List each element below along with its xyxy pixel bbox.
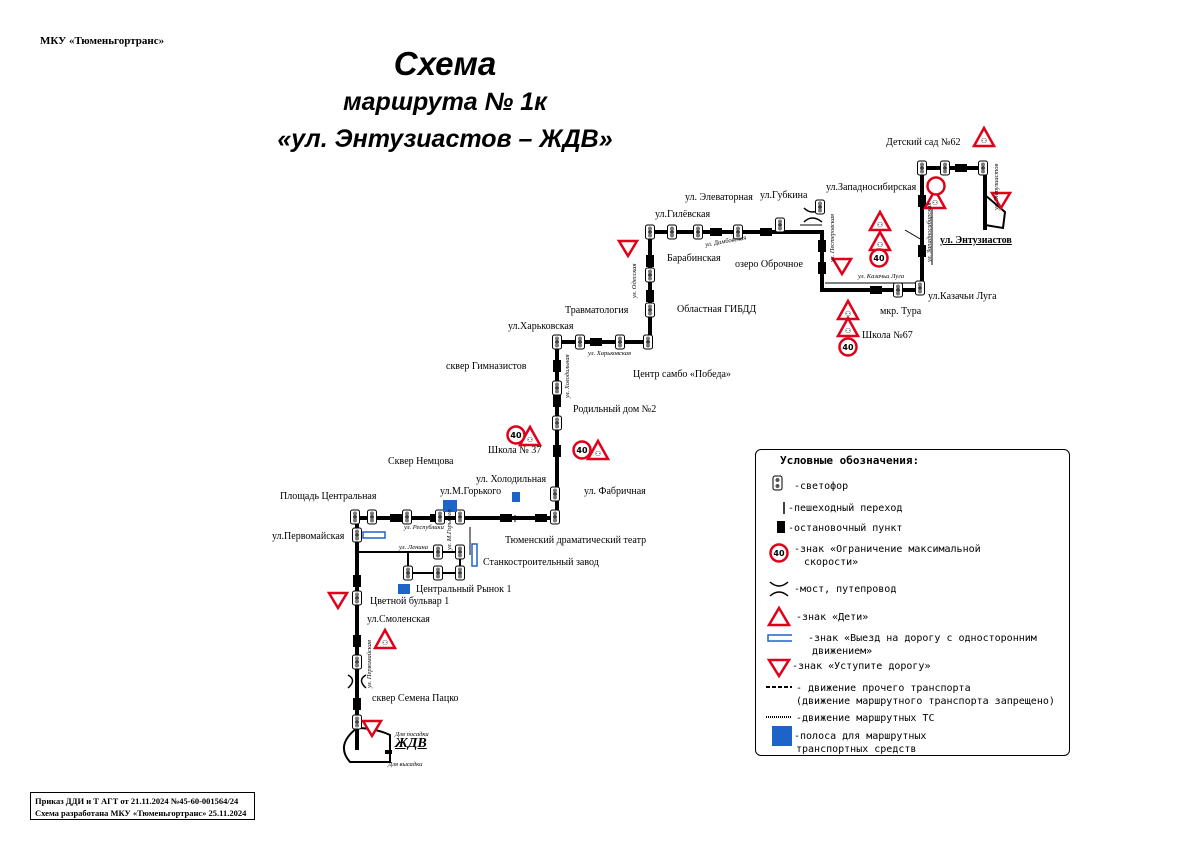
- label-gibdd: Областная ГИБДД: [677, 304, 757, 315]
- legend-speed: -знак «Ограничение максимальной: [794, 544, 981, 555]
- label-zhdv: ЖДВ: [395, 736, 427, 751]
- label-ploshad: Площадь Центральная: [280, 491, 377, 502]
- legend-prochee-2: (движение маршрутного транспорта запреще…: [796, 696, 1055, 707]
- legend-odnostor: -знак «Выезд на дорогу с односторонним: [808, 633, 1037, 644]
- street-mgork: ул. М.Горького: [446, 509, 453, 550]
- label-gymnaz: сквер Гимназистов: [446, 361, 527, 372]
- street-kazluga: ул. Казачьи Луга: [858, 273, 905, 280]
- street-lenina: ул. Ленина: [399, 544, 429, 551]
- title-line-3: «ул. Энтузиастов – ЖДВ»: [277, 125, 613, 153]
- speed-limit-label: 40: [873, 254, 885, 263]
- label-entuz: ул. Энтузиастов: [940, 235, 1012, 246]
- label-rynok: Центральный Рынок 1: [416, 584, 512, 595]
- legend-deti: -знак «Дети»: [796, 612, 869, 623]
- label-stanko: Станкостроительный завод: [483, 557, 599, 568]
- legend-marshrut: -движение маршрутных ТС: [796, 713, 935, 724]
- title-line-1: Схема: [393, 45, 497, 82]
- legend-most: -мост, путепровод: [794, 584, 897, 595]
- label-posadka: Для посадки: [395, 731, 429, 738]
- label-kazluga: ул.Казачьи Луга: [928, 291, 997, 302]
- legend-prochee: - движение прочего транспорта: [796, 683, 971, 694]
- blue-signs: [362, 492, 520, 594]
- label-roddom: Родильный дом №2: [573, 404, 657, 415]
- label-sambo: Центр самбо «Победа»: [633, 369, 731, 380]
- footer-line-2: Схема разработана МКУ «Тюменьгортранс» 2…: [35, 808, 247, 818]
- footer-line-1: Приказ ДДИ и Т АГТ от 21.11.2024 №45-60-…: [35, 796, 239, 806]
- label-gilev: ул.Гилёвская: [655, 209, 711, 220]
- label-smolen: ул.Смоленская: [367, 614, 430, 625]
- label-teatr: Тюменский драматический театр: [505, 535, 647, 546]
- label-gorkiy: ул.М.Горького: [440, 486, 502, 497]
- label-trauma: Травматология: [565, 305, 629, 316]
- label-gubkin: ул.Губкина: [760, 190, 808, 201]
- label-elevator: ул. Элеваторная: [685, 192, 753, 203]
- label-pervom: ул.Первомайская: [272, 531, 345, 542]
- legend-symbols: 40: [766, 475, 792, 746]
- legend-polosa-2: транспортных средств: [796, 744, 917, 755]
- label-tura: мкр. Тура: [880, 306, 922, 317]
- label-barab: Барабинская: [667, 253, 721, 264]
- legend-ostanovka: -остановочный пункт: [788, 523, 903, 534]
- label-vysadka: Для высадки: [388, 761, 423, 768]
- legend-polosa: -полоса для маршрутных: [794, 731, 927, 742]
- street-entuz: ул. Энтузиастов: [993, 163, 1000, 210]
- footer-box: Приказ ДДИ и Т АГТ от 21.11.2024 №45-60-…: [30, 792, 255, 820]
- street-respubl: ул. Республики: [404, 524, 444, 531]
- label-cvetbul: Цветной бульвар 1: [370, 596, 450, 607]
- legend-speed-2: скорости»: [804, 557, 859, 568]
- organization-name: МКУ «Тюменьгортранс»: [40, 35, 165, 47]
- speed-limit-label: 40: [576, 446, 588, 455]
- legend-odnostor-2: движением»: [812, 646, 873, 657]
- legend-ustupi: -знак «Уступите дорогу»: [792, 661, 931, 672]
- label-kholod: ул. Холодильная: [476, 474, 547, 485]
- zhdv-loop: [342, 727, 391, 763]
- legend-speed-value: 40: [773, 549, 785, 558]
- label-school37: Школа № 37: [488, 445, 542, 456]
- street-pervom: ул. Первомайская: [366, 639, 373, 688]
- street-odes: ул. Одесская: [631, 263, 638, 298]
- legend-perehod: -пешеходный переход: [788, 503, 903, 514]
- label-school67: Школа №67: [862, 330, 913, 341]
- street-kharkov: ул. Харьковская: [588, 350, 632, 357]
- label-fabrich: ул. Фабричная: [584, 486, 646, 497]
- legend-title: Условные обозначения:: [780, 454, 920, 467]
- speed-limit-label: 40: [842, 343, 854, 352]
- label-detsad: Детский сад №62: [886, 137, 961, 148]
- label-kharkov: ул.Харьковская: [508, 321, 574, 332]
- legend-svetofor: -светофор: [794, 481, 849, 492]
- speed-limit-label: 40: [510, 431, 522, 440]
- bus-stops: [353, 164, 967, 710]
- street-holod: ул. Холодильная: [564, 354, 571, 398]
- legend: Условные обозначения: 40 -светофор -пеше…: [755, 449, 1070, 756]
- title-line-2: маршрута № 1к: [343, 88, 547, 116]
- label-nemtsov: Сквер Немцова: [388, 456, 454, 467]
- entuz-loop: [984, 192, 1007, 230]
- street-pestor: ул. Пестеровская: [829, 213, 836, 262]
- label-zapsib: ул.Западносибирская: [826, 182, 917, 193]
- speed-values: 40 40 40 40: [510, 254, 885, 455]
- label-patsko: сквер Семена Пацко: [372, 693, 459, 704]
- label-oberoch: озеро Оброчное: [735, 259, 803, 270]
- street-zapsib: ул. Западносибирская: [926, 202, 933, 262]
